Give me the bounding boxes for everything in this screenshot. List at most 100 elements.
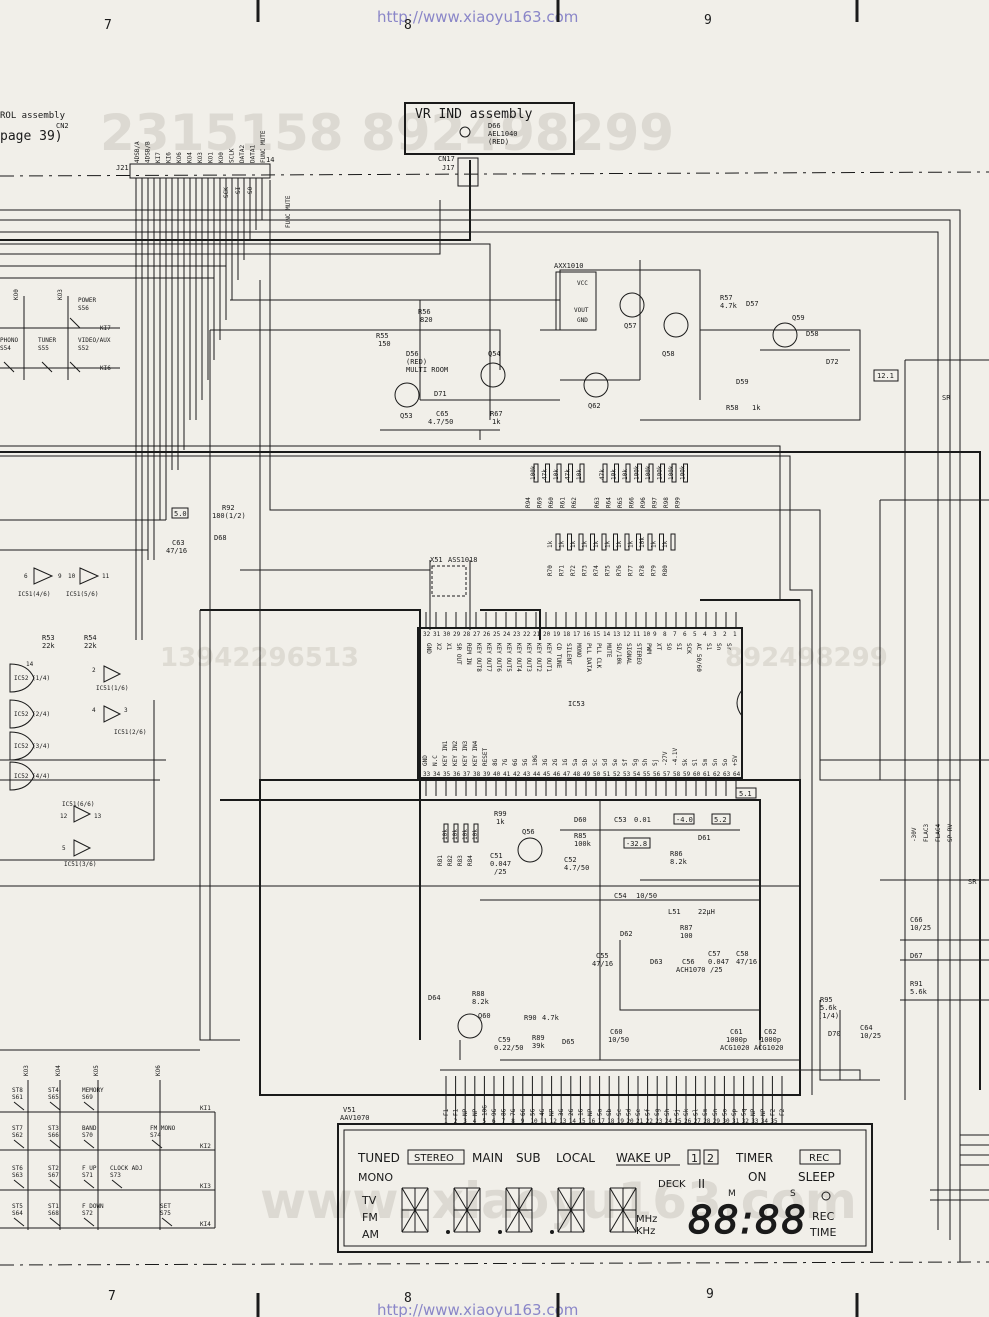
axx1010-box	[555, 271, 597, 331]
ic52-3-label: IC52 (3/4)	[14, 743, 50, 750]
vfd-tuned: TUNED	[357, 1151, 400, 1165]
key-switch-symbol	[49, 1217, 61, 1227]
j21-pin-label: KO4	[187, 152, 194, 163]
resistor-ref: R75	[605, 565, 612, 576]
resistor-ref: R73	[582, 565, 589, 576]
vfd-stereo: STEREO	[414, 1153, 454, 1164]
sr-label-bottom: SR	[968, 878, 977, 886]
ic53-pin-num-top: 11	[633, 631, 641, 638]
resistor-ref: R98	[663, 497, 670, 508]
multi-room-label: MULTI ROOM	[406, 366, 448, 374]
r91-ref: R91	[910, 980, 923, 988]
cn17-label: CN17	[438, 155, 455, 163]
c55-ref: C55	[596, 952, 609, 960]
key-switch-symbol	[13, 1179, 25, 1189]
watermark-phone-top: 2315158 892498299	[100, 104, 674, 162]
ic53-signal-top: X2	[435, 643, 442, 651]
ic53-pin-num-top: 5	[693, 631, 697, 638]
axx-gnd: GND	[577, 317, 588, 324]
resistor-symbol	[625, 463, 631, 483]
q54-ref: Q54	[488, 350, 501, 358]
ic53-signal-top: REM IN	[465, 643, 472, 665]
r92-val: 180(1/2)	[212, 512, 246, 520]
vfd-pin-number: 33	[751, 1118, 759, 1125]
c60-val: 10/50	[608, 1036, 629, 1044]
r67-ref: R67	[490, 410, 503, 418]
vfd-rec: REC	[809, 1153, 829, 1164]
key-switch-symbol	[49, 1101, 61, 1111]
ic53-body	[417, 627, 743, 779]
vfd-pin-number: 17	[598, 1118, 606, 1125]
key-switch-ref: S65	[48, 1094, 59, 1101]
q59-ref: Q59	[792, 314, 805, 322]
c59-ref: C59	[498, 1036, 511, 1044]
ic53-signal-top: XT	[655, 643, 662, 651]
vfd-segment-digit	[609, 1187, 637, 1233]
c64-ref: C64	[860, 1024, 873, 1032]
d66-led-icon	[459, 126, 471, 138]
vfd-pin-number: 6	[492, 1118, 496, 1125]
resistor-val: 1k	[547, 540, 554, 548]
key-switch-ref: S69	[82, 1094, 93, 1101]
resistor-symbol	[443, 823, 449, 843]
c57-val: 0.047	[708, 958, 729, 966]
video-aux-label: VIDEO/AUX	[78, 337, 111, 344]
ic53-pin-num-top: 18	[563, 631, 571, 638]
q56-transistor-icon	[517, 837, 543, 863]
vfd-pin-number: 29	[713, 1118, 721, 1125]
ic53-signal-bottom: Sj	[652, 759, 659, 766]
ic53-signal-bottom: 6G	[512, 758, 519, 766]
cn2-label: CN2	[56, 122, 69, 130]
resistor-ref: R60	[548, 497, 555, 508]
c60-ref: C60	[610, 1028, 623, 1036]
resistor-ref: R94	[525, 497, 532, 508]
vfd-sleep-dot-icon	[821, 1191, 831, 1201]
ic53-pin-num-bottom: 33	[423, 771, 431, 778]
q60-transistor-icon	[457, 1013, 483, 1039]
c61-val: 1000p	[726, 1036, 747, 1044]
j21-pin-label: 4DSB/B	[145, 141, 152, 163]
ic53-pin-num-bottom: 38	[473, 771, 481, 778]
ic53-pin-num-top: 22	[523, 631, 531, 638]
q57-ref: Q57	[624, 322, 637, 330]
resistor-symbol	[636, 533, 641, 551]
vfd-pin-number: 15	[578, 1118, 586, 1125]
key-switch-symbol	[83, 1139, 95, 1149]
vfd-pin-number: 19	[617, 1118, 625, 1125]
ic53-pin-num-top: 26	[483, 631, 491, 638]
r89-val: 39k	[532, 1042, 545, 1050]
vfd-pin-number: 3	[463, 1118, 467, 1125]
grid-col-7-bottom: 7	[108, 1289, 116, 1304]
grid-col-9-bottom: 9	[706, 1287, 714, 1302]
resistor-symbol	[613, 533, 618, 551]
vfd-pin-number: 27	[694, 1118, 702, 1125]
ic53-pin-num-bottom: 37	[463, 771, 471, 778]
q53-transistor-icon	[394, 382, 420, 408]
vfd-timer: TIMER	[735, 1151, 773, 1165]
r55-ref: R55	[376, 332, 389, 340]
key-switch-symbol	[49, 1139, 61, 1149]
resistor-val: 1k	[593, 540, 600, 548]
resistor-symbol	[659, 533, 664, 551]
c52-val: 4.7/50	[564, 864, 589, 872]
resistor-ref: R62	[571, 497, 578, 508]
d66-color: (RED)	[488, 138, 509, 146]
j21-pin-label: SCLK	[229, 148, 236, 163]
key-switch-ref: S70	[82, 1132, 93, 1139]
pin-6: 6	[24, 573, 28, 580]
c63-val: 47/16	[166, 547, 187, 555]
resistor-val: 10k	[639, 537, 646, 548]
s54-label: S54	[0, 345, 11, 352]
key-switch-name: ST2	[48, 1165, 59, 1172]
inverter-symbols	[9, 567, 122, 857]
ic53-pin-num-bottom: 61	[703, 771, 711, 778]
ic53-pin-num-bottom: 64	[733, 771, 741, 778]
resistor-val: 1k	[628, 540, 635, 548]
ic53-pin-num-top: 25	[493, 631, 501, 638]
c62-part: ACG1020	[754, 1044, 784, 1052]
key-switch-name: ST7	[12, 1125, 23, 1132]
watermark-phone-mid-2: 892498299	[725, 643, 888, 673]
vfd-decimal-point	[498, 1230, 502, 1234]
